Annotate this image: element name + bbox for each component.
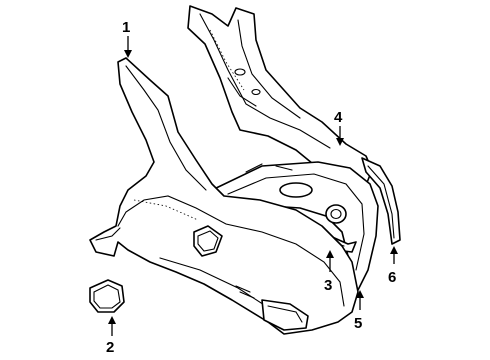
callout-6-label: 6	[388, 269, 396, 286]
part-4-inner-panel	[187, 5, 373, 201]
arrow-up-icon	[390, 246, 398, 254]
callout-3: 3	[324, 250, 334, 294]
callout-6: 6	[388, 246, 398, 286]
callout-4: 4	[334, 109, 344, 146]
callout-5-label: 5	[354, 315, 362, 332]
callout-2-label: 2	[106, 339, 114, 356]
callout-5: 5	[354, 290, 364, 332]
arrow-up-icon	[356, 290, 364, 298]
callout-1: 1	[122, 19, 132, 58]
arrow-up-icon	[326, 250, 334, 258]
arrow-down-icon	[336, 138, 344, 146]
part-6-arch-strip	[361, 157, 401, 245]
callout-2: 2	[106, 316, 116, 356]
arrow-down-icon	[124, 50, 132, 58]
callout-4-label: 4	[334, 109, 343, 126]
callout-1-label: 1	[122, 19, 130, 36]
callout-3-label: 3	[324, 277, 332, 294]
arrow-up-icon	[108, 316, 116, 324]
part-1-quarter-panel	[89, 57, 359, 335]
part-2-fuel-door	[89, 279, 125, 313]
